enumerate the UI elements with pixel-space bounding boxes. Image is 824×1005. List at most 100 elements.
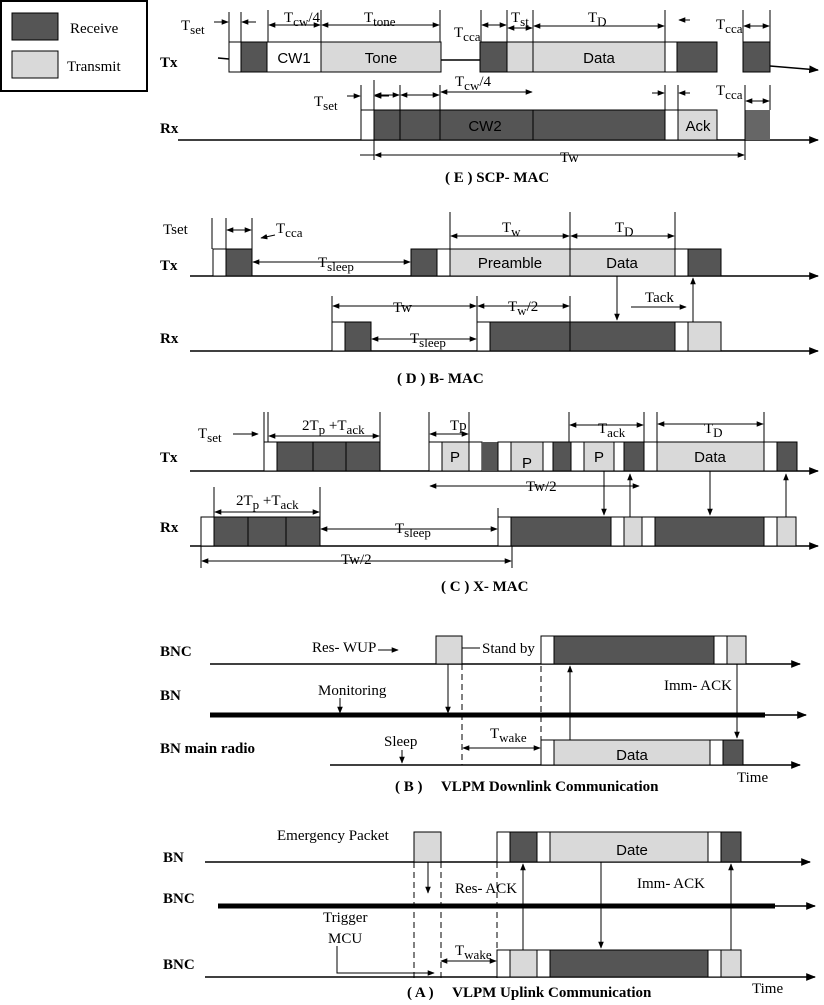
bmac-td-label: TD [615, 220, 634, 239]
xmac-tx-p3-text: P [594, 449, 604, 466]
bmac-tx-cca2-slot [410, 248, 438, 277]
xmac-tset-label: Tset [198, 426, 222, 445]
up-time-label: Time [752, 981, 783, 997]
scp-tcca-right-label: Tcca [716, 17, 743, 36]
down-sleep-label: Sleep [384, 734, 417, 750]
down-main-gap-1 [540, 739, 555, 766]
xmac-tw2-label: Tw/2 [526, 479, 557, 495]
up-trigger-label: Trigger [323, 910, 367, 926]
xmac-tx-cca-1 [276, 441, 314, 472]
up-bn-date-box [549, 831, 709, 863]
up-twake-label: Twake [455, 943, 492, 962]
xmac-tx-gap-8 [763, 441, 778, 472]
scp-tx-data-text: Data [583, 50, 615, 67]
up-bn-date-text: Date [616, 842, 648, 859]
xmac-tx-cca-3 [345, 441, 381, 472]
bmac-rx-setup2-slot [476, 321, 491, 352]
down-main-data-box [553, 739, 711, 766]
xmac-rx-cca-1 [213, 516, 249, 547]
down-bnc-receive-box [553, 635, 715, 665]
scp-rx-setup-slot [360, 109, 375, 141]
down-monitoring-label: Monitoring [318, 683, 387, 699]
bmac-tcca-pointer [260, 233, 276, 240]
bmac-caption: ( D ) B- MAC [397, 371, 484, 387]
scp-tw-label: Tw [560, 150, 579, 166]
xmac-rx-tsleep-label: Tsleep [395, 521, 431, 540]
xmac-tx-setup-slot [263, 441, 278, 472]
down-bnc-gap-1 [540, 635, 555, 665]
up-bn-label: BN [163, 850, 184, 866]
xmac-rx-listen [510, 516, 612, 547]
xmac-tx-gap-7 [643, 441, 658, 472]
xmac-rx-gap-3 [763, 516, 778, 547]
scp-tx-tone-text: Tone [365, 50, 398, 67]
up-mcu-label: MCU [328, 931, 362, 947]
down-main-data-text: Data [616, 747, 648, 764]
up-bn-emergency-box [413, 831, 442, 863]
panel-x-mac: Tx P P P Data Tset 2Tp +Tack [160, 412, 819, 595]
legend-receive-label: Receive [70, 21, 119, 37]
bmac-tw-label: Tw [502, 220, 521, 239]
legend-receive-swatch [11, 12, 59, 41]
scp-caption: ( E ) SCP- MAC [445, 170, 549, 186]
xmac-rx-ack-tx [623, 516, 643, 547]
up-bnc2-label: BNC [163, 957, 195, 973]
xmac-rx-cca-3 [285, 516, 321, 547]
up-trigger-path [336, 946, 435, 976]
xmac-tx-gap-6 [613, 441, 625, 472]
scp-tx-axis-start [217, 57, 230, 60]
up-emergency-label: Emergency Packet [277, 828, 390, 844]
scp-rx-data-slot [532, 109, 666, 141]
xmac-rx-tp-tack-label: 2Tp +Tack [236, 493, 299, 512]
bmac-tx-cca-slot [225, 248, 253, 277]
xmac-tx-listen-1 [482, 442, 498, 471]
xmac-tx-gap-2 [468, 441, 483, 472]
bmac-tsleep-label: Tsleep [318, 255, 354, 274]
down-imm-ack-label: Imm- ACK [664, 678, 732, 694]
bmac-rx-data-slot [569, 321, 676, 352]
up-bnc2-date-rx [549, 949, 709, 978]
xmac-tx-p2-box [510, 441, 544, 472]
panel-b-mac: Tx Preamble Data Tset Tcca Tsleep Tw TD … [160, 212, 819, 387]
xmac-tx-gap-1 [428, 441, 443, 472]
panel-scp-mac: Tx CW1 Tone Data Tset Tcw/4 Ttone Tcca [160, 10, 819, 186]
scp-rx-slot-1 [373, 109, 401, 141]
scp-rx-tset-label: Tset [314, 94, 338, 113]
up-res-ack-label: Res- ACK [455, 881, 517, 897]
scp-tx-tone-box [320, 41, 442, 73]
scp-rx-label: Rx [160, 121, 179, 137]
down-caption: ( B ) VLPM Downlink Communication [395, 779, 659, 795]
xmac-tx-p1-text: P [450, 449, 460, 466]
scp-tx-ack-rx-slot [676, 41, 718, 73]
up-bn-gap-3 [707, 831, 722, 863]
scp-tcw4-label: Tcw/4 [284, 10, 321, 29]
bmac-tx-ack-rx-slot [687, 248, 722, 277]
bmac-rx-ack-slot [687, 321, 722, 352]
xmac-rx-gap-1 [610, 516, 625, 547]
xmac-tack-label: Tack [598, 421, 626, 440]
scp-tx-st-slot [506, 41, 534, 73]
scp-rx-cw2-text: CW2 [468, 118, 501, 135]
bmac-rx-tw-label: Tw [393, 300, 412, 316]
bmac-tx-gap2-slot [674, 248, 689, 277]
bmac-rx-setup-slot [331, 321, 346, 352]
down-standby-label: Stand by [482, 641, 535, 657]
xmac-td-label: TD [704, 421, 723, 440]
bmac-rx-gap-slot [674, 321, 689, 352]
down-bnc-wup-box [435, 635, 463, 665]
bmac-tx-setup-slot [212, 248, 227, 277]
up-bn-ack-rx [720, 831, 742, 863]
down-main-label: BN main radio [160, 741, 255, 757]
scp-ttone-label: Ttone [364, 10, 396, 29]
bmac-tcca-label: Tcca [276, 221, 303, 240]
up-bn-gap-2 [536, 831, 551, 863]
xmac-tx-p1-box [441, 441, 470, 472]
xmac-rx-final-tx [776, 516, 797, 547]
xmac-rx-setup-slot [200, 516, 215, 547]
down-bnc-ack-box [726, 635, 747, 665]
xmac-rx-cca-2 [247, 516, 287, 547]
down-twake-label: Twake [490, 726, 527, 745]
up-bnc2-gap-1 [496, 949, 511, 978]
down-bnc-gap-2 [713, 635, 728, 665]
